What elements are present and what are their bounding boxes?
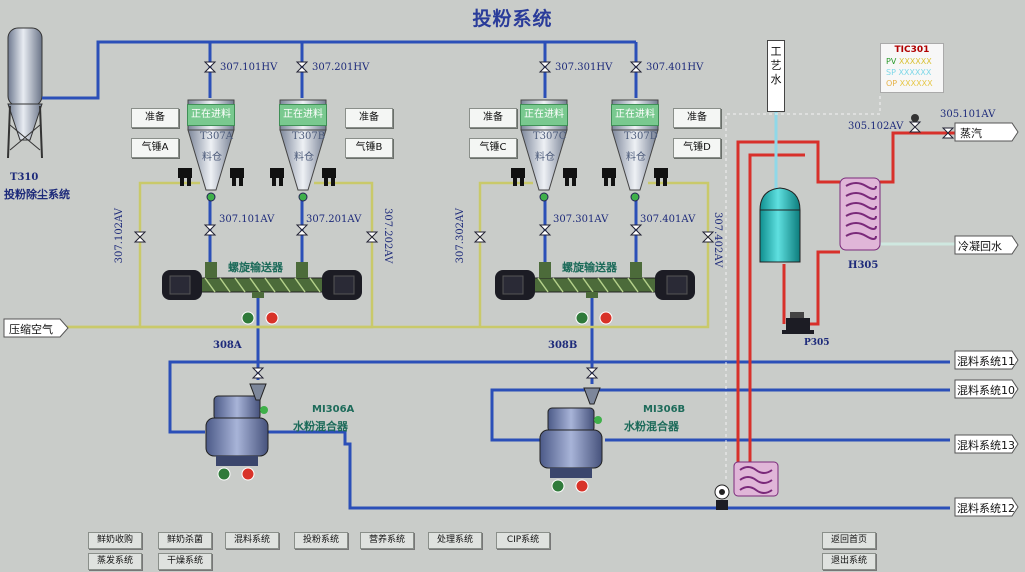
air-hammers: [178, 168, 668, 186]
valve-307-302av-label: 307.302AV: [455, 208, 466, 264]
nav-nutrition-system[interactable]: 营养系统: [360, 532, 414, 549]
nav-mixing-system[interactable]: 混料系统: [225, 532, 279, 549]
mix-system-11-link[interactable]: 混料系统11: [957, 355, 1015, 368]
line-308b-label: 308B: [548, 340, 578, 351]
valve-307-102av-label: 307.102AV: [114, 208, 125, 264]
pump-small: [714, 484, 730, 510]
t310-label: 投粉除尘系统: [4, 188, 70, 201]
steam-label: 蒸汽: [960, 127, 982, 140]
status-lamps: [217, 311, 613, 493]
valve-305-102av-label: 305.102AV: [848, 121, 904, 132]
screw-conveyor-right: [495, 262, 695, 300]
sp-label: SP: [886, 68, 896, 77]
t310-tag: T310: [10, 172, 39, 183]
screw-conveyor-left: [162, 262, 362, 300]
page-title: 投粉系统: [472, 8, 553, 30]
hopper-a-status: 正在进料: [187, 104, 235, 126]
hopper-c-status: 正在进料: [520, 104, 568, 126]
valve-307-202av-label: 307.202AV: [382, 208, 393, 264]
hammer-button-a[interactable]: 气锤A: [131, 138, 179, 158]
pump-p305: [782, 312, 814, 334]
mixer-a-id: MI306A: [312, 404, 355, 415]
mix-system-12-link[interactable]: 混料系统12: [957, 502, 1015, 515]
t310-tank: [7, 27, 43, 159]
hopper-b-status: 正在进料: [279, 104, 327, 126]
ready-button-a[interactable]: 准备: [131, 108, 179, 128]
valve-307-301av-label: 307.301AV: [553, 214, 609, 225]
hopper-d-text: 料仓: [626, 152, 646, 163]
heat-exchanger-small: [733, 461, 779, 497]
mixer-mi306b: [539, 387, 603, 478]
tic301-sp-row: SP XXXXXX: [881, 67, 943, 78]
heat-exchanger-h305: [839, 177, 881, 251]
compressed-air-label: 压缩空气: [9, 323, 53, 336]
hopper-d-id: T307D: [624, 131, 658, 142]
hopper-b-text: 料仓: [294, 152, 314, 163]
conveyor-right-label: 螺旋输送器: [562, 261, 617, 274]
op-label: OP: [886, 79, 898, 88]
line-308a-label: 308A: [213, 340, 242, 351]
tic301-pv-row: PV XXXXXX: [881, 56, 943, 67]
nav-cip-system[interactable]: CIP系统: [496, 532, 550, 549]
nav-treatment-system[interactable]: 处理系统: [428, 532, 482, 549]
nav-exit[interactable]: 退出系统: [822, 553, 876, 570]
valve-307-402av-label: 307.402AV: [712, 212, 723, 268]
valve-307-101hv-label: 307.101HV: [220, 62, 278, 73]
valve-307-401hv-label: 307.401HV: [646, 62, 704, 73]
control-valve-actuator: [911, 114, 919, 122]
h305-label: H305: [848, 260, 879, 271]
nav-evaporation-system[interactable]: 蒸发系统: [88, 553, 142, 570]
tic301-title: TIC301: [894, 45, 930, 55]
ready-button-c[interactable]: 准备: [469, 108, 517, 128]
mixer-b-name: 水粉混合器: [624, 420, 679, 433]
tic301-op-row: OP XXXXXX: [881, 78, 943, 89]
hot-water-pipe: [736, 131, 955, 482]
valve-307-201hv-label: 307.201HV: [312, 62, 370, 73]
valve-307-201av-label: 307.201AV: [306, 214, 362, 225]
water-tank: [759, 187, 801, 263]
hopper-b-id: T307B: [292, 131, 326, 142]
valve-307-101av-label: 307.101AV: [219, 214, 275, 225]
process-water-tag: 工艺水: [767, 40, 785, 112]
sp-value: XXXXXX: [898, 68, 932, 77]
conveyor-left-label: 螺旋输送器: [228, 261, 283, 274]
pv-value: XXXXXX: [898, 57, 932, 66]
condensate-label: 冷凝回水: [958, 240, 1002, 253]
nav-powder-system[interactable]: 投粉系统: [294, 532, 348, 549]
nav-home[interactable]: 返回首页: [822, 532, 876, 549]
process-water-label: 工艺水: [770, 45, 782, 86]
ready-button-d[interactable]: 准备: [673, 108, 721, 128]
valve-307-301hv-label: 307.301HV: [555, 62, 613, 73]
p305-label: P305: [804, 338, 830, 348]
op-value: XXXXXX: [899, 79, 933, 88]
hopper-a-text: 料仓: [202, 152, 222, 163]
tic301-faceplate[interactable]: TIC301 PV XXXXXX SP XXXXXX OP XXXXXX: [880, 43, 944, 93]
valve-305-101av-label: 305.101AV: [940, 109, 996, 120]
nav-drying-system[interactable]: 干燥系统: [158, 553, 212, 570]
mix-system-10-link[interactable]: 混料系统10: [957, 384, 1015, 397]
hammer-button-b[interactable]: 气锤B: [345, 138, 393, 158]
ready-button-b[interactable]: 准备: [345, 108, 393, 128]
utility-port-arrows: [3, 122, 1019, 517]
hammer-button-c[interactable]: 气锤C: [469, 138, 517, 158]
valves: [133, 61, 955, 379]
hopper-c-text: 料仓: [535, 152, 555, 163]
hopper-c-id: T307C: [533, 131, 567, 142]
hopper-a-id: T307A: [200, 131, 233, 142]
dust-header-pipe: [42, 40, 950, 510]
valve-307-401av-label: 307.401AV: [640, 214, 696, 225]
signal-line: [725, 96, 881, 480]
mix-system-13-link[interactable]: 混料系统13: [957, 439, 1015, 452]
nav-milk-collection[interactable]: 鲜奶收购: [88, 532, 142, 549]
pv-label: PV: [886, 57, 897, 66]
hammer-button-d[interactable]: 气锤D: [673, 138, 721, 158]
hopper-d-status: 正在进料: [611, 104, 659, 126]
mixer-b-id: MI306B: [643, 404, 686, 415]
mixer-mi306a: [205, 383, 269, 466]
mixer-a-name: 水粉混合器: [293, 420, 348, 433]
nav-milk-sterilize[interactable]: 鲜奶杀菌: [158, 532, 212, 549]
